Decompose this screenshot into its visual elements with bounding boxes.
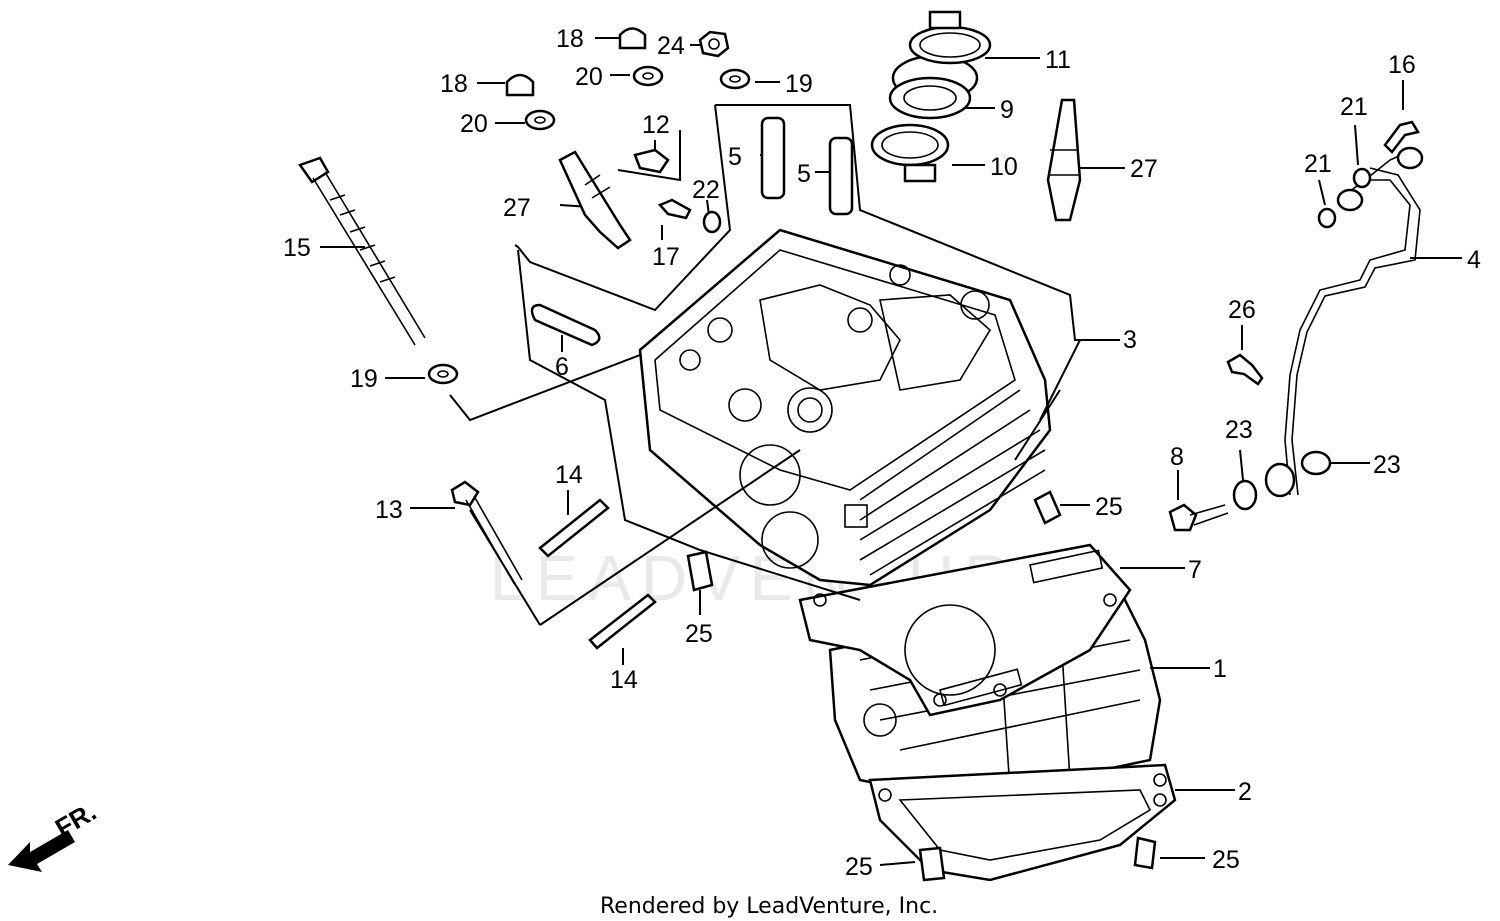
cylinder-base-gasket-part: [868, 763, 1177, 882]
callout-label: 1: [1213, 655, 1227, 683]
washer-part: [1317, 207, 1337, 229]
small-bolt-part: [657, 198, 692, 220]
stud-bolt-part: [588, 593, 657, 650]
callout-label: 20: [575, 63, 603, 91]
callout-label: 21: [1340, 93, 1368, 121]
intake-insulator-part: [888, 54, 979, 120]
callout-label: 21: [1304, 150, 1332, 178]
callout-label: 6: [555, 353, 569, 381]
washer-part: [524, 109, 556, 131]
hose-clamp-part: [870, 123, 950, 183]
callout-label: 8: [1170, 443, 1184, 471]
washer-part: [632, 65, 664, 87]
long-bolt-part: [298, 156, 426, 346]
callout-label: 18: [556, 25, 584, 53]
cylinder-head-gasket-part: [798, 543, 1132, 717]
callout-label: 7: [1188, 556, 1202, 584]
spark-plug-part: [1046, 98, 1082, 222]
dowel-pin-part: [918, 846, 946, 882]
cylinder-head-part: [638, 228, 1052, 587]
callout-label: 18: [440, 70, 468, 98]
callout-label: 25: [1212, 846, 1240, 874]
callout-label: 23: [1373, 451, 1401, 479]
callout-label: 5: [728, 143, 742, 171]
front-direction-arrow-icon: [8, 830, 75, 872]
callout-label: 14: [610, 666, 638, 694]
callout-label: 26: [1228, 296, 1256, 324]
callout-label: 5: [797, 160, 811, 188]
valve-guide-part: [828, 136, 854, 216]
washer-part: [1232, 479, 1258, 511]
callout-label: 15: [283, 234, 311, 262]
cap-nut-part: [618, 27, 647, 50]
hose-clamp-part: [908, 10, 992, 65]
washer-part: [702, 210, 722, 234]
callout-label: 25: [685, 620, 713, 648]
dowel-pin-part: [686, 550, 714, 592]
callout-label: 4: [1467, 246, 1481, 274]
washer-part: [1300, 450, 1332, 476]
footer-credit: Rendered by LeadVenture, Inc.: [600, 894, 938, 919]
callout-label: 24: [657, 32, 685, 60]
callout-label: 19: [785, 70, 813, 98]
nut-part: [698, 30, 730, 58]
washer-part: [719, 68, 751, 90]
leader-lines: [320, 37, 1462, 866]
spark-plug-part: [558, 150, 632, 250]
callout-label: 20: [460, 110, 488, 138]
small-bolt-part: [1226, 353, 1264, 386]
washer-part: [1352, 167, 1372, 189]
callout-label: 27: [503, 194, 531, 222]
flange-bolt-part: [450, 480, 523, 586]
small-bolt-part: [1383, 120, 1420, 154]
callout-label: 25: [845, 853, 873, 881]
fitting-part: [633, 148, 670, 174]
stud-bolt-part: [538, 498, 610, 558]
valve-guide-part: [760, 116, 786, 200]
callout-label: 19: [350, 365, 378, 393]
callout-label: 3: [1123, 326, 1137, 354]
flange-bolt-part: [1168, 503, 1229, 532]
callout-label: 17: [652, 243, 680, 271]
callout-label: 22: [692, 176, 720, 204]
callout-label: 9: [1000, 96, 1014, 124]
callout-label: 12: [642, 111, 670, 139]
callout-label: 14: [555, 461, 583, 489]
callout-label: 27: [1130, 155, 1158, 183]
callout-label: 13: [375, 496, 403, 524]
callout-label: 2: [1238, 778, 1252, 806]
callout-label: 25: [1095, 493, 1123, 521]
callout-label: 16: [1388, 51, 1416, 79]
dowel-pin-part: [1133, 836, 1157, 870]
callout-label: 10: [990, 153, 1018, 181]
cap-nut-part: [505, 73, 535, 97]
callout-label: 23: [1225, 416, 1253, 444]
guide-pin-part: [530, 303, 601, 347]
oil-pipe-part: [1264, 146, 1424, 498]
dowel-pin-part: [1033, 490, 1062, 525]
callout-label: 11: [1045, 46, 1071, 74]
washer-part: [427, 363, 459, 385]
